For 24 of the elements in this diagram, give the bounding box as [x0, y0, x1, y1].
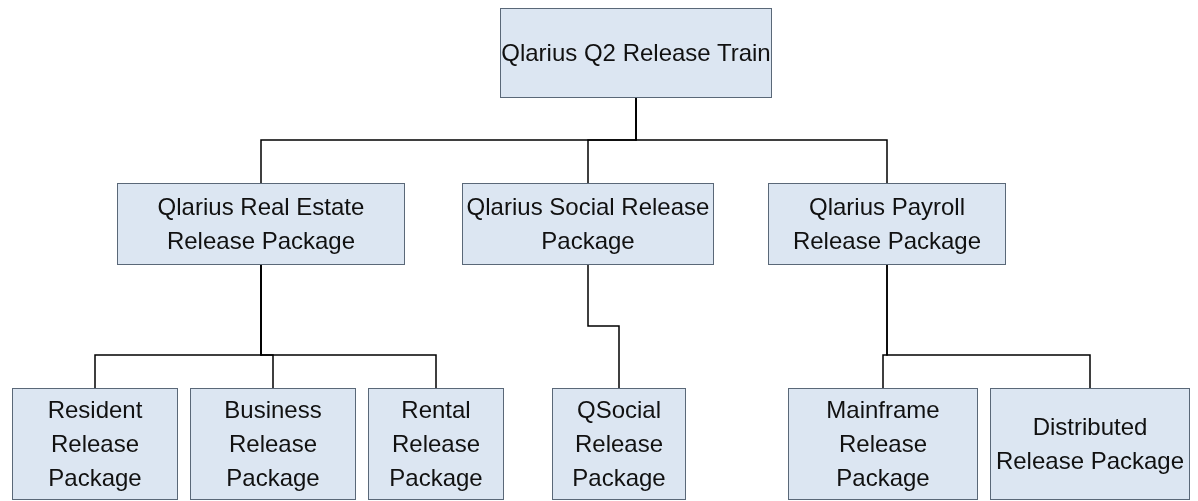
- box-label: Rental Release Package: [388, 395, 484, 493]
- package-box: [788, 388, 978, 500]
- box-label: Qlarius Payroll Release Package: [791, 192, 983, 256]
- connector-line: [260, 264, 437, 389]
- box-label: Qlarius Social Release Package: [465, 192, 711, 256]
- box-label: Business Release Package: [223, 395, 323, 493]
- box-label: Qlarius Q2 Release Train: [501, 38, 771, 68]
- box-label: QSocial Release Package: [571, 395, 667, 493]
- package-box: [12, 388, 178, 500]
- package-box: [500, 8, 772, 98]
- package-box: [117, 183, 405, 265]
- package-box: [990, 388, 1190, 500]
- package-box: [368, 388, 504, 500]
- box-label: Resident Release Package: [46, 395, 144, 493]
- box-label: Distributed Release Package: [994, 412, 1186, 476]
- connector-line: [587, 264, 620, 389]
- box-label: Mainframe Release Package: [825, 395, 941, 493]
- package-box: [462, 183, 714, 265]
- connector-line: [886, 264, 1091, 389]
- package-box: [552, 388, 686, 500]
- package-box: [190, 388, 356, 500]
- package-box: [768, 183, 1006, 265]
- connector-line: [635, 97, 888, 184]
- box-label: Qlarius Real Estate Release Package: [156, 192, 366, 256]
